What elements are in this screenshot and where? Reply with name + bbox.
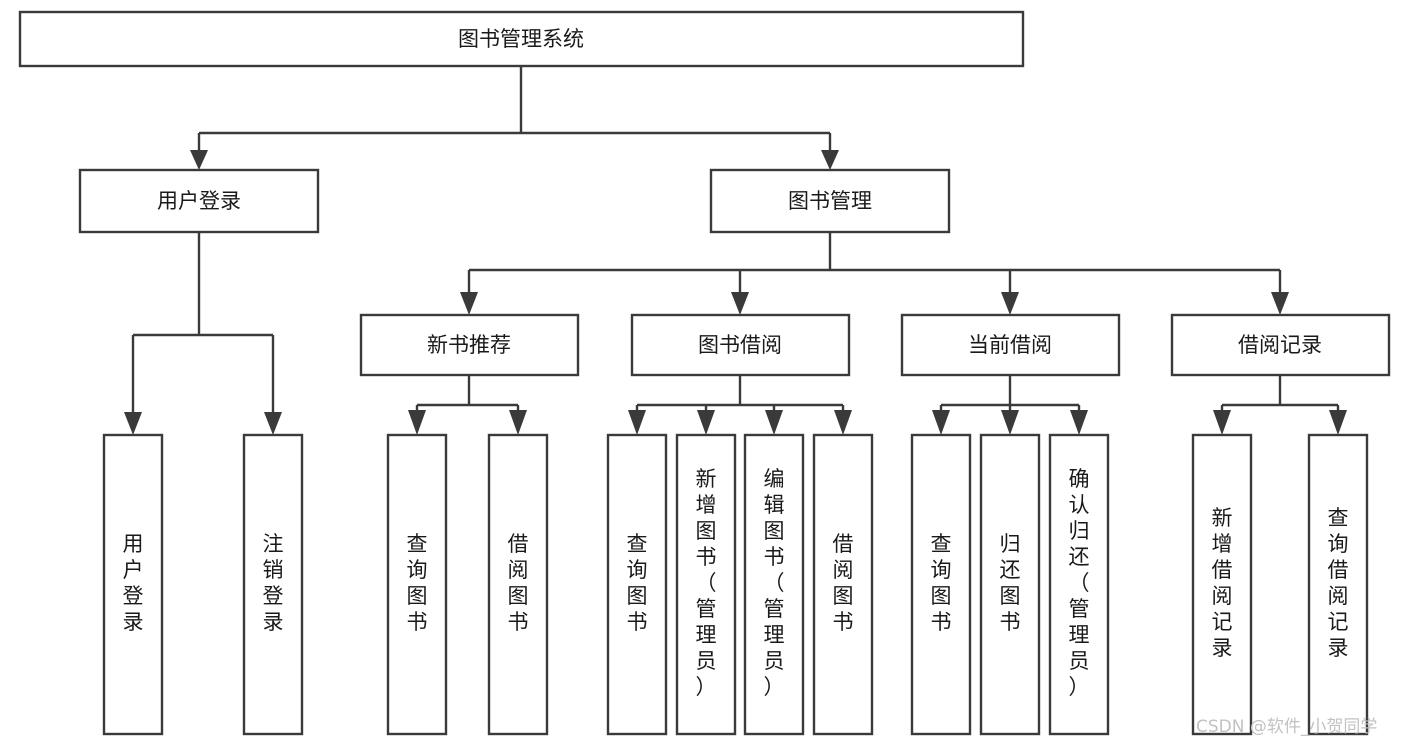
node-leaf-records-query-label: 查询借阅记录 (1328, 506, 1349, 660)
node-records-label: 借阅记录 (1238, 333, 1322, 357)
node-current-box[interactable] (900, 313, 1121, 377)
node-leaf-user-login-label: 用户登录 (123, 532, 144, 634)
node-records[interactable]: 借阅记录 (1170, 313, 1391, 377)
node-leaf-newbook-query[interactable]: 查询图书 (386, 433, 448, 736)
node-leaf-borrow-lend-box[interactable] (812, 433, 874, 736)
arrow-head-icon-leaf-current-confirm (1070, 410, 1088, 435)
node-leaf-borrow-lend-label: 借阅图书 (833, 532, 854, 634)
arrow-head-icon-leaf-records-query (1329, 410, 1347, 435)
node-leaf-borrow-query-box[interactable] (606, 433, 668, 736)
node-leaf-records-add-label: 新增借阅记录 (1212, 506, 1233, 660)
node-leaf-newbook-borrow-label: 借阅图书 (508, 532, 529, 634)
node-leaf-records-add-box[interactable] (1191, 433, 1253, 736)
arrow-head-icon-leaf-records-add (1213, 410, 1231, 435)
arrow-head-icon-leaf-current-return (1001, 410, 1019, 435)
node-borrow[interactable]: 图书借阅 (630, 313, 851, 377)
arrow-head-icon-leaf-borrow-query (628, 410, 646, 435)
node-login-box[interactable] (78, 168, 320, 234)
node-current-label: 当前借阅 (968, 333, 1052, 357)
node-leaf-current-query[interactable]: 查询图书 (910, 433, 972, 736)
node-records-box[interactable] (1170, 313, 1391, 377)
node-leaf-borrow-add[interactable]: 新增图书（管理员） (675, 433, 737, 736)
node-leaf-current-return-label: 归还图书 (1000, 532, 1021, 634)
node-leaf-current-query-box[interactable] (910, 433, 972, 736)
arrow-head-icon-current (1001, 292, 1019, 315)
arrow-head-icon-leaf-borrow-edit (765, 410, 783, 435)
node-newbook-label: 新书推荐 (427, 333, 511, 357)
node-leaf-records-query-box[interactable] (1307, 433, 1369, 736)
node-leaf-current-confirm-box[interactable] (1048, 433, 1110, 736)
node-leaf-borrow-query-label: 查询图书 (627, 532, 648, 634)
node-bookmgmt-label: 图书管理 (788, 189, 872, 213)
arrow-head-icon-leaf-newbook-query (408, 410, 426, 435)
node-leaf-records-query[interactable]: 查询借阅记录 (1307, 433, 1369, 736)
node-newbook-box[interactable] (359, 313, 580, 377)
node-leaf-current-query-label: 查询图书 (931, 532, 952, 634)
node-leaf-borrow-edit-label: 编辑图书（管理员） (764, 467, 785, 699)
node-bookmgmt[interactable]: 图书管理 (709, 168, 951, 234)
node-borrow-label: 图书借阅 (698, 333, 782, 357)
node-leaf-records-add[interactable]: 新增借阅记录 (1191, 433, 1253, 736)
arrow-head-icon-records (1271, 292, 1289, 315)
node-root[interactable]: 图书管理系统 (18, 10, 1025, 68)
node-newbook[interactable]: 新书推荐 (359, 313, 580, 377)
node-leaf-current-return[interactable]: 归还图书 (979, 433, 1041, 736)
node-leaf-user-logout-label: 注销登录 (263, 532, 284, 634)
node-leaf-borrow-add-label: 新增图书（管理员） (696, 467, 717, 699)
node-leaf-newbook-query-label: 查询图书 (407, 532, 428, 634)
node-borrow-box[interactable] (630, 313, 851, 377)
node-root-box[interactable] (18, 10, 1025, 68)
arrow-head-icon-newbook (460, 292, 478, 315)
node-leaf-current-confirm[interactable]: 确认归还（管理员） (1048, 433, 1110, 736)
arrow-head-icon-leaf-current-query (932, 410, 950, 435)
node-leaf-user-login[interactable]: 用户登录 (102, 433, 164, 736)
node-leaf-user-login-box[interactable] (102, 433, 164, 736)
arrow-head-icon-leaf-user-login (124, 412, 142, 435)
csdn-watermark: CSDN @软件_小贺同学 (1196, 717, 1377, 737)
connector-layer (124, 66, 1347, 435)
arrow-head-icon-bookmgmt (821, 150, 839, 170)
arrow-head-icon-leaf-borrow-add (697, 410, 715, 435)
arrow-head-icon-leaf-user-logout (264, 412, 282, 435)
node-login-label: 用户登录 (157, 189, 241, 213)
node-current[interactable]: 当前借阅 (900, 313, 1121, 377)
node-leaf-borrow-query[interactable]: 查询图书 (606, 433, 668, 736)
node-leaf-user-logout-box[interactable] (242, 433, 304, 736)
node-leaf-borrow-lend[interactable]: 借阅图书 (812, 433, 874, 736)
arrow-head-icon-borrow (731, 292, 749, 315)
arrow-head-icon-leaf-newbook-borrow (509, 410, 527, 435)
arrow-head-icon-login (190, 150, 208, 170)
arrow-head-icon-leaf-borrow-lend (834, 410, 852, 435)
node-leaf-user-logout[interactable]: 注销登录 (242, 433, 304, 736)
node-leaf-newbook-borrow[interactable]: 借阅图书 (487, 433, 549, 736)
node-leaf-borrow-edit[interactable]: 编辑图书（管理员） (743, 433, 805, 736)
node-leaf-borrow-edit-box[interactable] (743, 433, 805, 736)
node-root-label: 图书管理系统 (458, 27, 584, 51)
node-bookmgmt-box[interactable] (709, 168, 951, 234)
node-login[interactable]: 用户登录 (78, 168, 320, 234)
node-leaf-current-return-box[interactable] (979, 433, 1041, 736)
node-leaf-newbook-query-box[interactable] (386, 433, 448, 736)
node-leaf-borrow-add-box[interactable] (675, 433, 737, 736)
node-leaf-newbook-borrow-box[interactable] (487, 433, 549, 736)
node-leaf-current-confirm-label: 确认归还（管理员） (1069, 467, 1090, 699)
